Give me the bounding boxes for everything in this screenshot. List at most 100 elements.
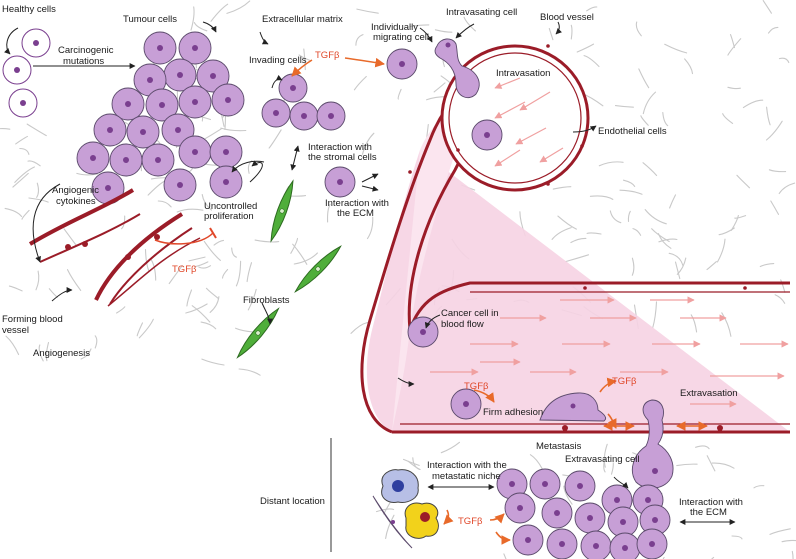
tumour-nucleus xyxy=(177,72,183,78)
matrix-fibre xyxy=(742,99,764,109)
matrix-fibre xyxy=(622,179,636,187)
matrix-fibre xyxy=(695,445,710,450)
matrix-fibre xyxy=(205,287,219,299)
label-distant-location: Distant location xyxy=(260,496,325,507)
fibroblast-nucleus xyxy=(255,330,261,336)
matrix-fibre xyxy=(552,186,572,190)
matrix-fibre xyxy=(150,258,157,281)
matrix-fibre xyxy=(4,207,23,218)
fibroblast-cell xyxy=(294,245,342,293)
label-tgfb-3: TGFβ xyxy=(464,381,489,392)
matrix-fibre xyxy=(157,200,172,208)
matrix-fibre xyxy=(716,238,726,263)
tumour-nucleus xyxy=(210,73,216,79)
matrix-fibre xyxy=(397,88,402,100)
label-extravasating-cell: Extravasating cell xyxy=(565,454,639,465)
metastatic-nucleus xyxy=(622,545,628,551)
label-proliferation: proliferation xyxy=(204,211,254,222)
label-interaction-ecm2-2: the ECM xyxy=(690,507,727,518)
matrix-fibre xyxy=(235,260,242,287)
label-niche-1: Interaction with the xyxy=(427,460,507,471)
matrix-fibre xyxy=(213,239,225,246)
label-extracellular-matrix: Extracellular matrix xyxy=(262,14,343,25)
matrix-fibre xyxy=(434,29,453,33)
matrix-fibre xyxy=(690,314,698,333)
matrix-fibre xyxy=(298,54,311,62)
label-vessel: vessel xyxy=(2,325,29,336)
tumour-nucleus xyxy=(159,102,165,108)
matrix-fibre xyxy=(355,34,364,46)
matrix-fibre xyxy=(570,237,587,244)
tumour-nucleus xyxy=(192,149,198,155)
matrix-fibre xyxy=(652,301,658,329)
matrix-fibre xyxy=(557,215,577,230)
matrix-fibre xyxy=(210,3,229,22)
blood-flow-arrows xyxy=(430,77,789,408)
matrix-fibre xyxy=(412,457,421,471)
tgfb-arrows xyxy=(291,57,708,545)
tumour-nucleus xyxy=(225,97,231,103)
label-metastasis: Metastasis xyxy=(536,441,582,452)
label-interaction-ecm-2: the ECM xyxy=(337,208,374,219)
matrix-fibre xyxy=(529,454,543,470)
matrix-fibre xyxy=(194,261,209,268)
matrix-fibre xyxy=(642,162,658,177)
metastatic-niche-cells xyxy=(372,469,439,549)
matrix-fibre xyxy=(734,215,747,219)
matrix-fibre xyxy=(366,216,374,240)
flow-arrow xyxy=(539,147,564,163)
matrix-fibre xyxy=(48,288,58,298)
matrix-fibre xyxy=(635,21,642,37)
matrix-fibre xyxy=(116,306,126,314)
matrix-fibre xyxy=(433,82,446,93)
matrix-fibre xyxy=(564,254,590,263)
label-angiogenic: Angiogenic xyxy=(52,185,99,196)
matrix-fibre xyxy=(609,210,622,224)
matrix-fibre xyxy=(136,322,144,337)
tumour-nucleus xyxy=(107,127,113,133)
label-blood-flow: blood flow xyxy=(441,319,484,330)
matrix-fibre xyxy=(631,257,635,276)
matrix-fibre xyxy=(711,462,735,469)
matrix-fibre xyxy=(664,43,688,54)
matrix-fibre xyxy=(247,288,257,311)
matrix-fibre xyxy=(759,263,775,268)
metastatic-nucleus xyxy=(542,481,548,487)
fibroblast-cell xyxy=(236,307,280,359)
matrix-fibre xyxy=(676,257,687,275)
matrix-fibre xyxy=(642,91,657,115)
metastatic-nucleus xyxy=(517,505,523,511)
matrix-fibre xyxy=(191,305,211,323)
label-uncontrolled: Uncontrolled xyxy=(204,201,257,212)
matrix-fibre xyxy=(45,341,50,362)
tumour-nucleus xyxy=(175,127,181,133)
matrix-fibre xyxy=(15,135,28,145)
matrix-fibre xyxy=(220,127,247,132)
matrix-fibre xyxy=(718,227,735,236)
matrix-fibre xyxy=(586,232,602,235)
metastatic-nucleus xyxy=(509,481,515,487)
matrix-fibre xyxy=(548,27,554,41)
matrix-fibre xyxy=(121,215,126,230)
matrix-fibre xyxy=(632,228,642,236)
label-blood-vessel: Blood vessel xyxy=(540,12,594,23)
matrix-fibre xyxy=(186,289,193,307)
label-interaction-stromal-2: the stromal cells xyxy=(308,152,377,163)
matrix-fibre xyxy=(684,58,694,75)
metastatic-nucleus xyxy=(645,497,651,503)
matrix-fibre xyxy=(662,556,665,559)
tumour-nucleus xyxy=(192,99,198,105)
matrix-fibre xyxy=(627,210,631,223)
label-tgfb-5: TGFβ xyxy=(458,516,483,527)
interaction-arrows xyxy=(154,21,736,525)
matrix-fibre xyxy=(63,228,77,246)
matrix-fibre xyxy=(409,24,430,28)
tumour-nucleus xyxy=(125,101,131,107)
matrix-fibre xyxy=(774,294,786,304)
matrix-fibre xyxy=(770,200,780,215)
matrix-fibre xyxy=(706,261,717,271)
matrix-fibre xyxy=(66,269,82,291)
matrix-fibre xyxy=(190,6,195,31)
metastatic-nucleus xyxy=(652,517,658,523)
